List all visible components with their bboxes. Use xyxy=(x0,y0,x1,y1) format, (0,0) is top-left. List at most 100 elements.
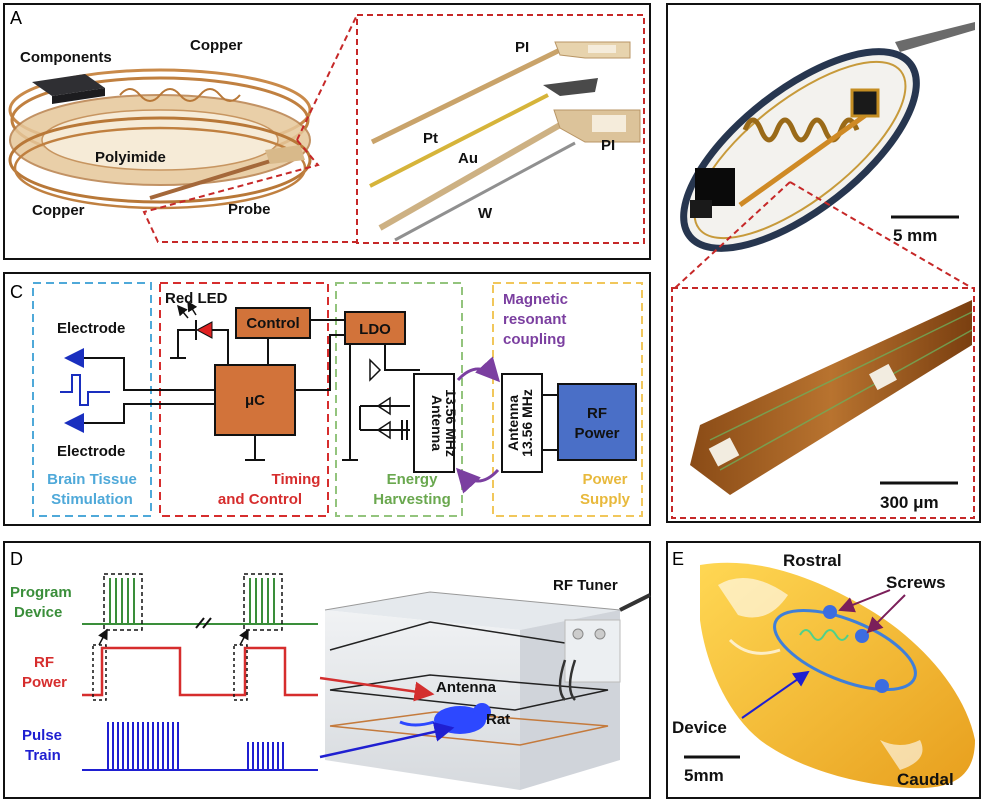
label-pi-right: PI xyxy=(601,137,615,154)
panel-a: A Components Copper Polyimide Copper Pro… xyxy=(3,3,651,260)
microcontroller-label: μC xyxy=(245,392,265,409)
scalebar-300um-label: 300 μm xyxy=(880,493,939,512)
screw-2 xyxy=(855,629,869,643)
components-chip xyxy=(32,74,105,96)
label-copper-bottom: Copper xyxy=(32,202,85,219)
screw-1 xyxy=(823,605,837,619)
label-components: Components xyxy=(20,49,112,66)
coupling-arrow-bottom xyxy=(455,467,500,494)
label-au: Au xyxy=(458,150,478,167)
rf-tuner-label: RF Tuner xyxy=(553,577,618,594)
caudal-label: Caudal xyxy=(897,770,954,789)
group-timing-control xyxy=(159,282,329,517)
scalebar-e-label: 5mm xyxy=(684,766,724,785)
label-polyimide: Polyimide xyxy=(95,149,166,166)
group-power-line1: Power xyxy=(582,471,627,488)
program-device-line2: Device xyxy=(14,604,62,621)
label-w: W xyxy=(478,205,493,222)
pulse-train-waveform xyxy=(82,722,318,771)
antenna-arrow xyxy=(319,676,435,702)
pulse-train-line1: Pulse xyxy=(22,727,62,744)
red-led-icon xyxy=(195,321,213,339)
zoom-indicator-a xyxy=(142,139,357,243)
microcontroller-block xyxy=(214,364,296,436)
panel-c-letter: C xyxy=(10,282,23,302)
control-label: Control xyxy=(246,315,299,332)
antenna-left-line2: 13.56 MHz xyxy=(443,389,459,457)
electrode-top-label: Electrode xyxy=(57,320,125,337)
panel-c: C Electrode Electrode Red LED Control μC xyxy=(3,272,651,526)
panel-b: B 5 mm 300 μm xyxy=(666,3,981,523)
group-brain-line2: Stimulation xyxy=(51,491,133,508)
probe-tip-zoom-box xyxy=(671,287,975,519)
label-pi-top: PI xyxy=(515,39,529,56)
coupling-line3: coupling xyxy=(503,331,566,348)
coupling-line2: resonant xyxy=(503,311,566,328)
screw-3 xyxy=(875,679,889,693)
antenna-right-line2: 13.56 MHz xyxy=(519,389,535,457)
red-led-label: Red LED xyxy=(165,290,228,307)
panel-b-frame xyxy=(666,3,981,523)
group-energy-line2: Harvesting xyxy=(373,491,451,508)
scalebar-5mm-label: 5 mm xyxy=(893,226,937,245)
antenna-left-block xyxy=(413,373,455,473)
panel-a-letter: A xyxy=(10,8,22,28)
device-e-label: Device xyxy=(672,718,727,737)
rf-power-d-line2: Power xyxy=(22,674,67,691)
coupling-arrow-top xyxy=(456,356,501,383)
label-pt: Pt xyxy=(423,130,438,147)
rf-power-line1: RF xyxy=(587,405,607,422)
exploded-probe-layers xyxy=(369,41,641,242)
group-energy-harvesting xyxy=(335,282,463,517)
control-block xyxy=(235,307,311,339)
group-energy-line1: Energy xyxy=(387,471,439,488)
biphasic-pulse-icon xyxy=(60,374,110,406)
panel-c-frame xyxy=(3,272,651,526)
panel-e: E Rostral Screws Device 5mm Caudal xyxy=(666,541,981,799)
device-arrow xyxy=(741,670,810,719)
antenna-right-block xyxy=(501,373,543,473)
rat-label: Rat xyxy=(486,711,510,728)
rf-power-line2: Power xyxy=(574,425,619,442)
group-power-supply xyxy=(492,282,643,517)
electrode-bottom-icon xyxy=(64,413,84,433)
group-timing-line1: Timing xyxy=(272,471,321,488)
screws-arrow-1 xyxy=(838,589,891,613)
rat-arrow xyxy=(319,721,455,759)
panel-d-letter: D xyxy=(10,549,23,569)
antenna-d-label: Antenna xyxy=(436,679,497,696)
probe-tip-micrograph xyxy=(674,290,973,516)
panel-e-frame xyxy=(666,541,981,799)
panel-d: D Program Device RF Power Pulse Train xyxy=(3,541,651,799)
program-device-waveform xyxy=(82,573,318,631)
ldo-label: LDO xyxy=(359,321,391,338)
group-power-line2: Supply xyxy=(580,491,631,508)
tweezer xyxy=(895,22,975,52)
label-copper-top: Copper xyxy=(190,37,243,54)
antenna-right-line1: Antenna xyxy=(505,395,521,451)
implanted-device xyxy=(773,608,917,692)
group-brain-line1: Brain Tissue xyxy=(47,471,137,488)
ldo-block xyxy=(344,311,406,345)
electrode-bottom-label: Electrode xyxy=(57,443,125,460)
label-probe: Probe xyxy=(228,201,271,218)
program-device-line1: Program xyxy=(10,584,72,601)
rf-power-block xyxy=(557,383,637,461)
panel-d-frame xyxy=(3,541,651,799)
rostral-label: Rostral xyxy=(783,551,842,570)
panel-e-letter: E xyxy=(672,549,684,569)
rat-skull-ct xyxy=(700,562,975,789)
panel-a-frame xyxy=(3,3,651,260)
group-timing-line2: and Control xyxy=(218,491,302,508)
rf-power-waveform xyxy=(82,646,318,697)
screws-label: Screws xyxy=(886,573,946,592)
electrode-top-icon xyxy=(64,348,84,368)
pulse-train-line2: Train xyxy=(25,747,61,764)
device-photo-chip xyxy=(695,168,735,206)
antenna-left-line1: Antenna xyxy=(429,395,445,451)
rf-power-d-line1: RF xyxy=(34,654,54,671)
coil-stack-illustration xyxy=(8,68,312,210)
probe-exploded-zoom-box xyxy=(356,14,645,244)
screws-arrow-2 xyxy=(866,594,906,634)
